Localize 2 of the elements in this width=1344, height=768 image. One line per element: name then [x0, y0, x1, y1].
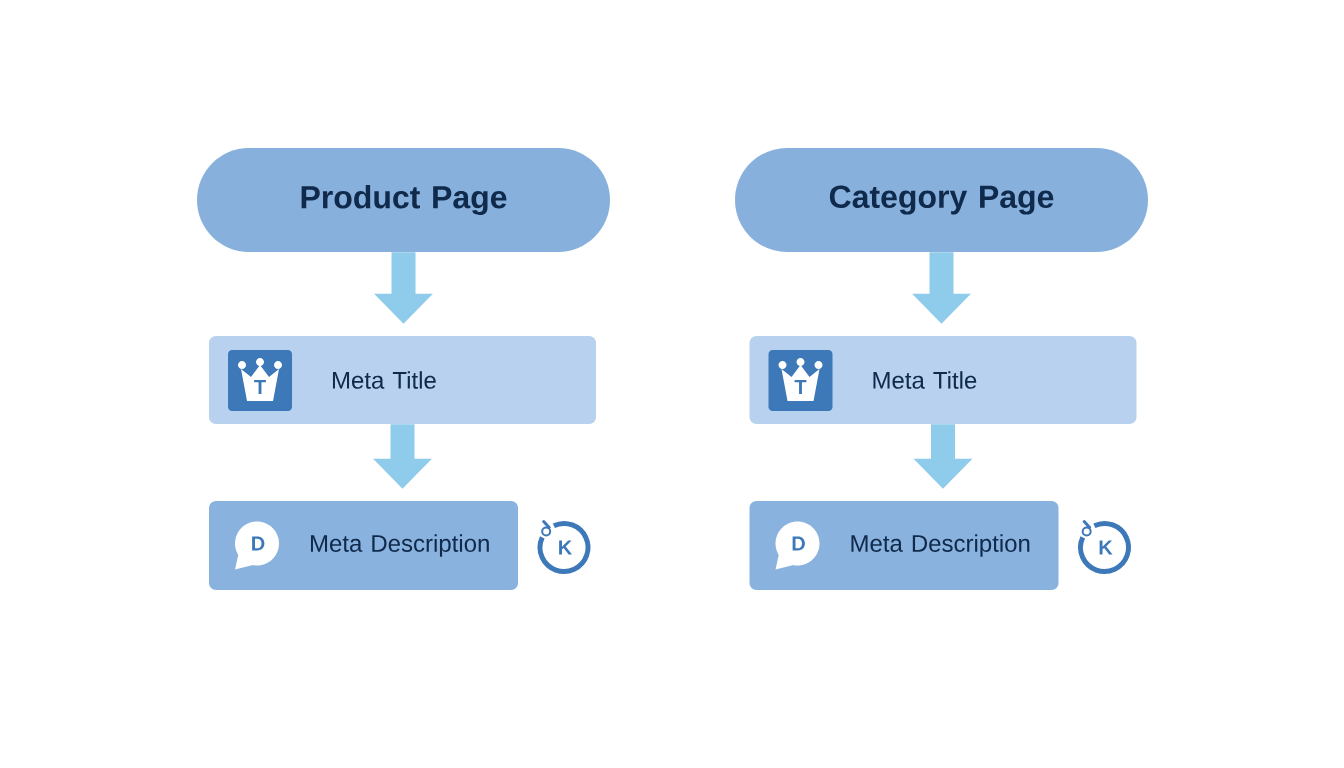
pill-box: Product Page	[197, 148, 610, 252]
pill-box: Category Page	[735, 148, 1148, 252]
